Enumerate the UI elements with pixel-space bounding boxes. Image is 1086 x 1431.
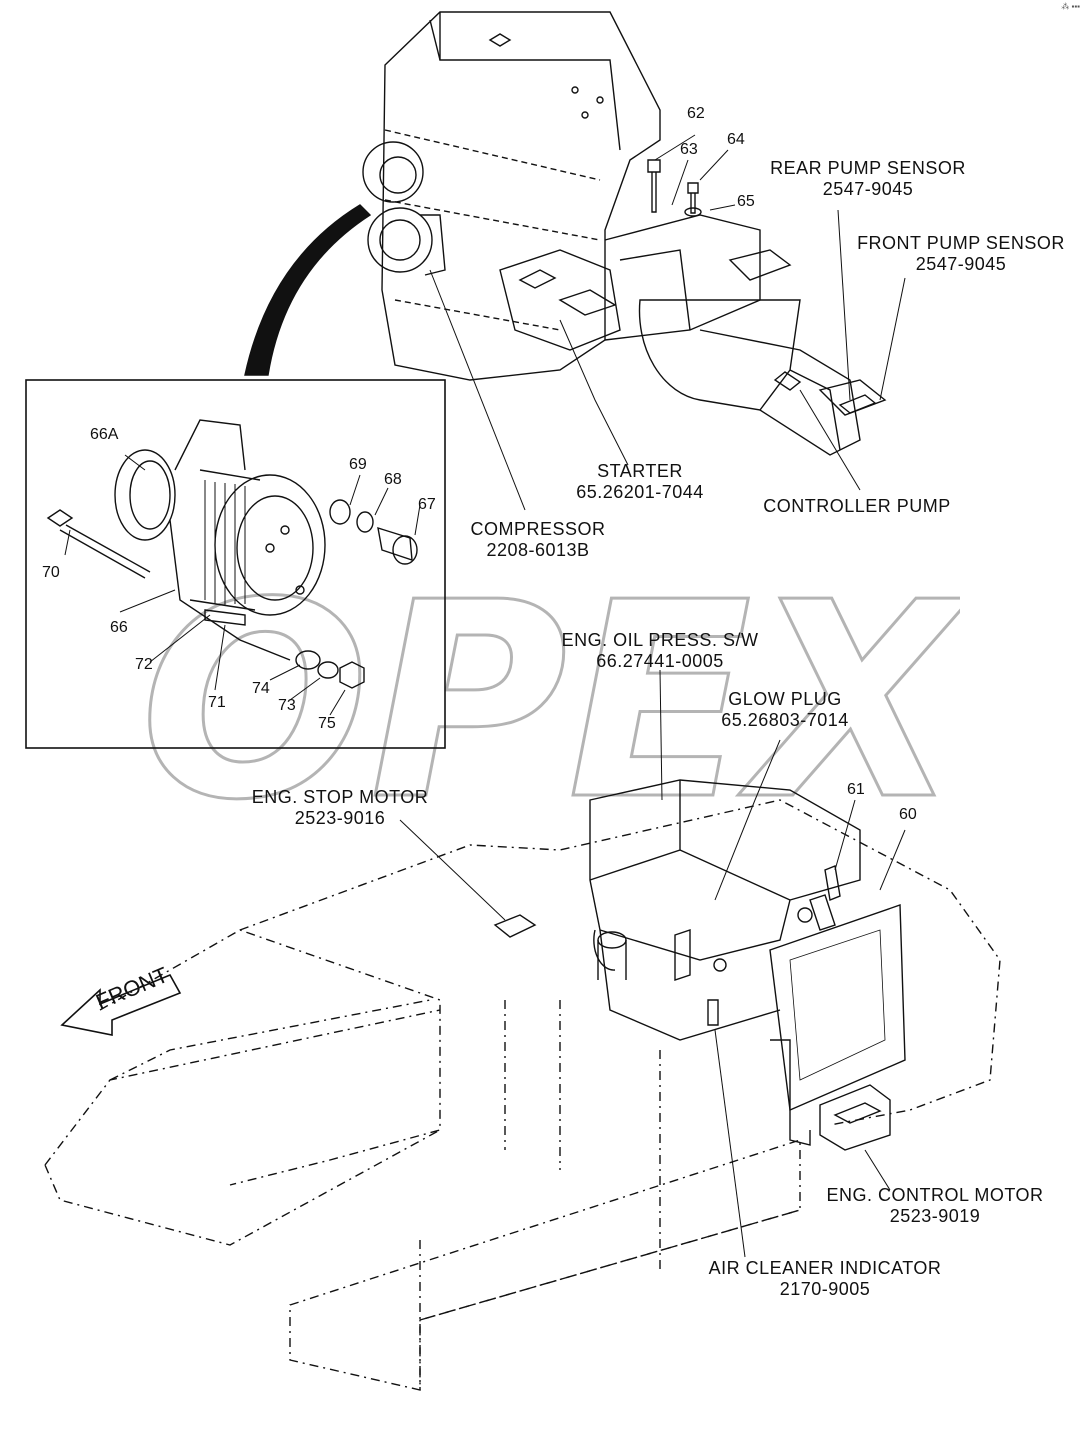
- callout-66: 66: [110, 619, 128, 636]
- detail-swoosh: [244, 204, 372, 376]
- callout-74: 74: [252, 680, 270, 697]
- air-cleaner-indicator-name: AIR CLEANER INDICATOR: [708, 1258, 942, 1278]
- controller-pump-label: CONTROLLER PUMP: [742, 496, 972, 517]
- callout-68: 68: [384, 471, 402, 488]
- alternator-drawing: [46, 419, 418, 689]
- corner-mark: ⁂ ▪▪▪: [1061, 2, 1080, 11]
- starter-name: STARTER: [597, 461, 683, 481]
- callout-69: 69: [349, 456, 367, 473]
- compressor-part: 2208-6013B: [486, 540, 590, 560]
- glow-plug-part: 65.26803-7014: [721, 710, 849, 730]
- leader-lines: [64, 134, 906, 1258]
- eng-control-motor-label: ENG. CONTROL MOTOR 2523-9019: [805, 1185, 1065, 1227]
- air-cleaner-indicator-label: AIR CLEANER INDICATOR 2170-9005: [680, 1258, 970, 1300]
- callout-65: 65: [737, 193, 755, 210]
- callout-70: 70: [42, 564, 60, 581]
- front-pump-sensor-label: FRONT PUMP SENSOR 2547-9045: [836, 233, 1086, 275]
- compressor-name: COMPRESSOR: [470, 519, 606, 539]
- callout-72: 72: [135, 656, 153, 673]
- eng-oil-press-label: ENG. OIL PRESS. S/W 66.27441-0005: [535, 630, 785, 672]
- glow-plug-name: GLOW PLUG: [728, 689, 842, 709]
- eng-stop-motor-label: ENG. STOP MOTOR 2523-9016: [230, 787, 450, 829]
- rear-pump-sensor-label: REAR PUMP SENSOR 2547-9045: [748, 158, 988, 200]
- rear-pump-sensor-name: REAR PUMP SENSOR: [770, 158, 966, 178]
- front-arrow-drawing: [60, 973, 182, 1036]
- eng-stop-motor-name: ENG. STOP MOTOR: [251, 787, 429, 807]
- glow-plug-label: GLOW PLUG 65.26803-7014: [700, 689, 870, 731]
- eng-control-motor-part: 2523-9019: [889, 1206, 981, 1226]
- eng-control-motor-name: ENG. CONTROL MOTOR: [826, 1185, 1044, 1205]
- starter-part: 65.26201-7044: [576, 482, 704, 502]
- engine-upper-drawing: [362, 11, 887, 456]
- eng-oil-press-part: 66.27441-0005: [596, 651, 724, 671]
- front-arrow-label: FRONT: [92, 962, 172, 1015]
- callout-71: 71: [208, 694, 226, 711]
- front-pump-sensor-part: 2547-9045: [915, 254, 1007, 274]
- callout-63: 63: [680, 141, 698, 158]
- callout-60: 60: [899, 806, 917, 823]
- callout-64: 64: [727, 131, 745, 148]
- engine-lower-drawing: [493, 779, 906, 1151]
- compressor-label: COMPRESSOR 2208-6013B: [448, 519, 628, 561]
- callout-73: 73: [278, 697, 296, 714]
- eng-stop-motor-part: 2523-9016: [294, 808, 386, 828]
- callout-75: 75: [318, 715, 336, 732]
- controller-pump-name: CONTROLLER PUMP: [763, 496, 951, 516]
- starter-label: STARTER 65.26201-7044: [550, 461, 730, 503]
- callout-67: 67: [418, 496, 436, 513]
- front-pump-sensor-name: FRONT PUMP SENSOR: [857, 233, 1065, 253]
- machine-lower-drawing: [44, 799, 1001, 1391]
- eng-oil-press-name: ENG. OIL PRESS. S/W: [561, 630, 759, 650]
- callout-62: 62: [687, 105, 705, 122]
- callout-66A: 66A: [90, 426, 119, 443]
- air-cleaner-indicator-part: 2170-9005: [779, 1279, 871, 1299]
- rear-pump-sensor-part: 2547-9045: [822, 179, 914, 199]
- callout-61: 61: [847, 781, 865, 798]
- detail-inset-frame: [25, 379, 446, 749]
